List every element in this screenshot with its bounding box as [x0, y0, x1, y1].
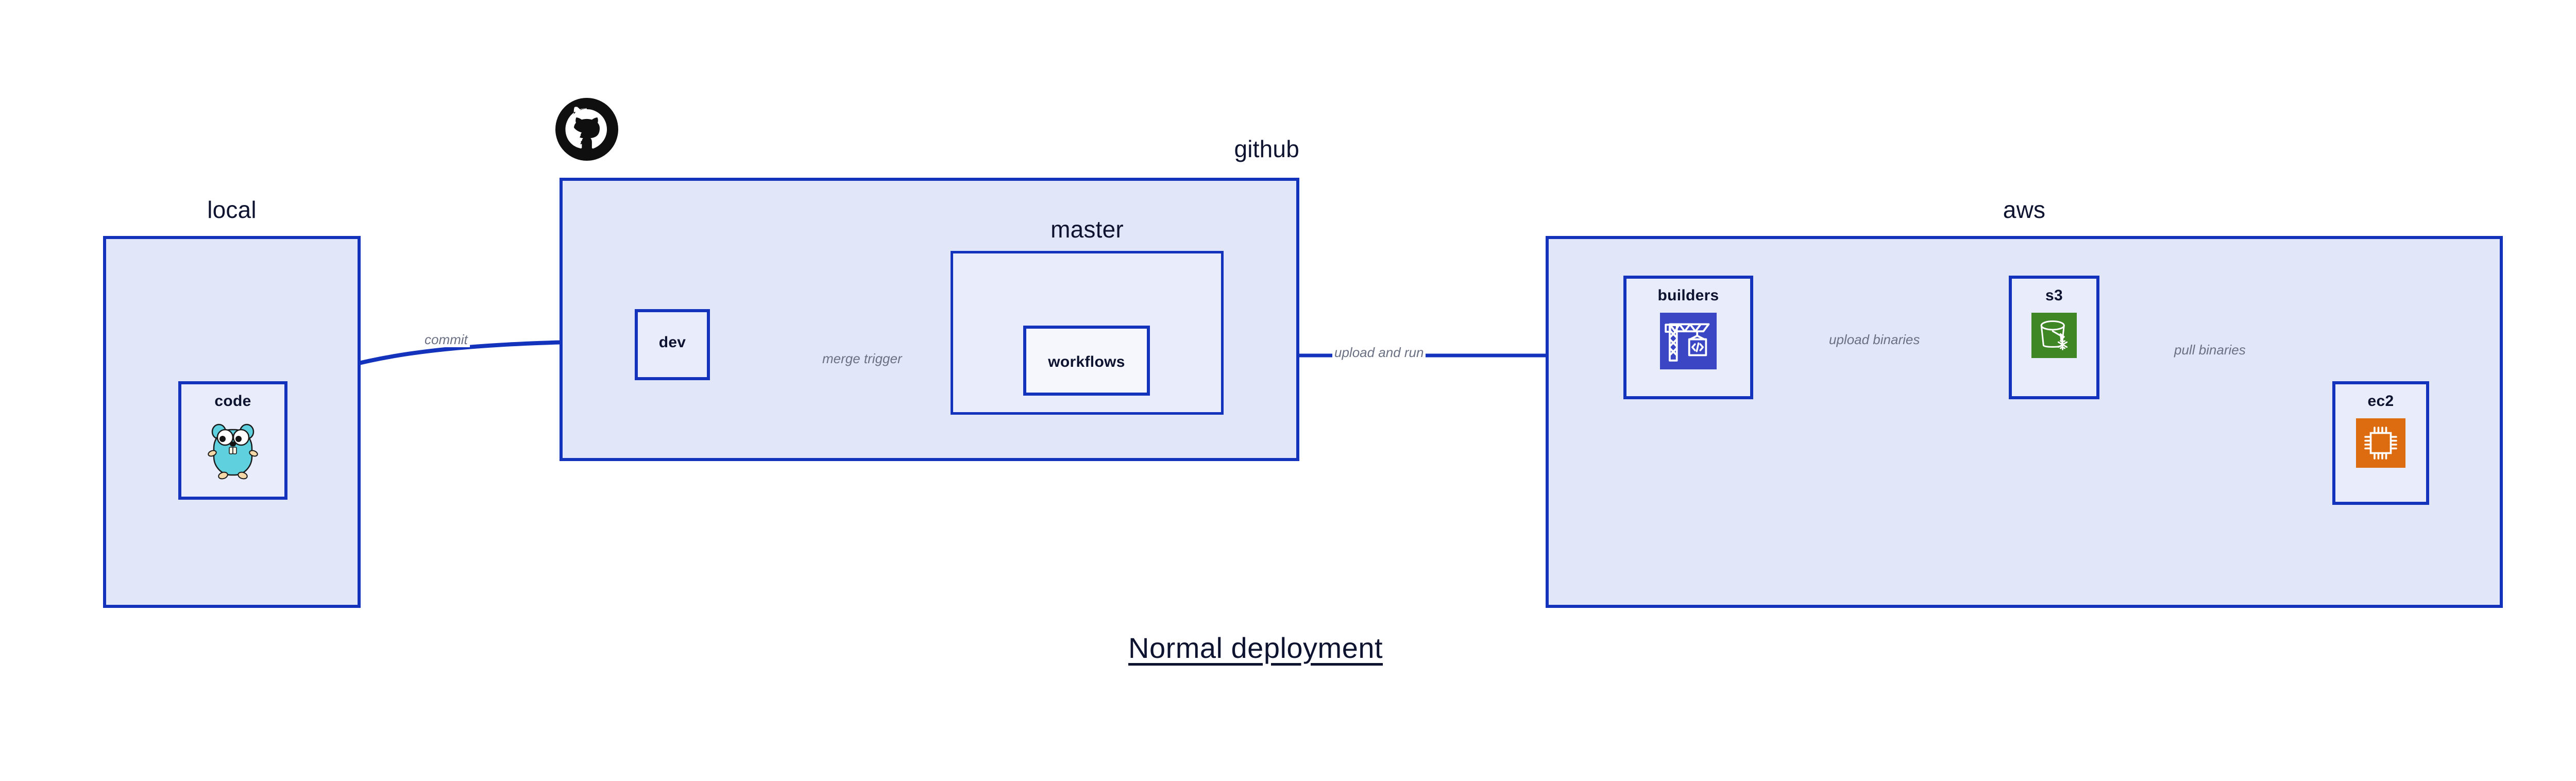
node-ec2[interactable]: ec2	[2332, 381, 2429, 505]
aws-codebuild-icon	[1660, 313, 1717, 369]
group-label-github: github	[1234, 135, 1299, 162]
edge-label-upload-and-run: upload and run	[1332, 345, 1426, 360]
node-label-s3: s3	[2045, 287, 2063, 304]
go-gopher-icon	[206, 418, 260, 480]
edge-label-commit: commit	[422, 332, 470, 347]
group-label-local: local	[207, 196, 257, 223]
edge-label-merge-trigger: merge trigger	[820, 351, 904, 366]
node-label-code: code	[214, 393, 251, 410]
aws-s3-glacier-icon	[2031, 313, 2077, 358]
node-label-builders: builders	[1657, 287, 1719, 304]
group-label-master: master	[1050, 216, 1124, 243]
edge-label-pull-binaries: pull binaries	[2172, 343, 2248, 358]
edge-label-upload-binaries: upload binaries	[1827, 332, 1922, 347]
node-workflows[interactable]: workflows	[1023, 326, 1150, 396]
node-label-workflows: workflows	[1048, 353, 1125, 370]
node-label-ec2: ec2	[2367, 393, 2394, 410]
diagram-title: Normal deployment	[1128, 632, 1383, 664]
node-label-dev: dev	[658, 334, 686, 351]
github-octocat-icon	[555, 98, 618, 161]
node-builders[interactable]: builders	[1623, 276, 1753, 399]
node-dev[interactable]: dev	[635, 309, 710, 380]
aws-ec2-icon	[2356, 418, 2405, 468]
node-code[interactable]: code	[178, 381, 287, 500]
node-s3[interactable]: s3	[2009, 276, 2099, 399]
group-label-aws: aws	[2003, 196, 2046, 223]
